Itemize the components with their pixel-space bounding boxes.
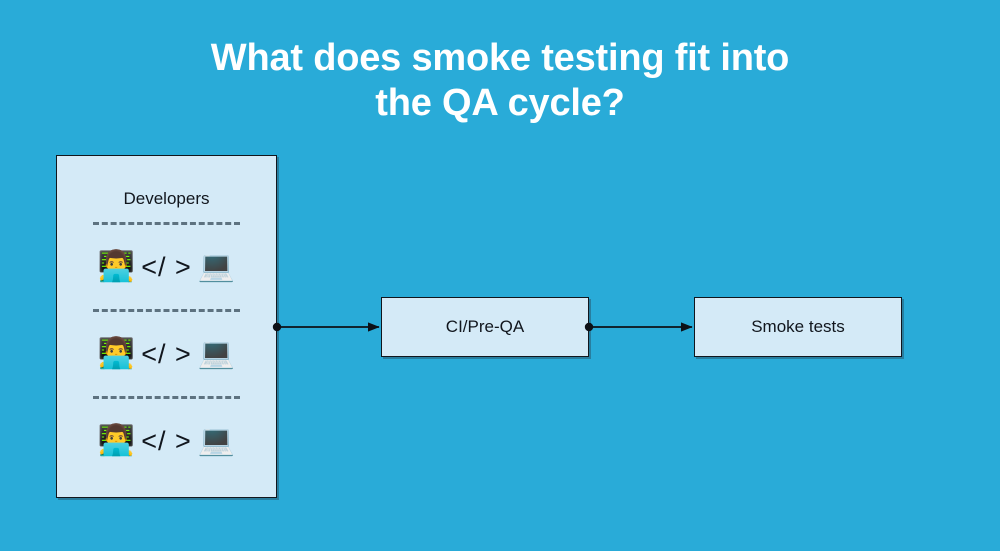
- divider-2: [93, 309, 240, 312]
- connector-ci-to-smoke[interactable]: [584, 322, 693, 332]
- laptop-icon: 💻: [197, 337, 236, 370]
- ci-pre-qa-label: CI/Pre-QA: [445, 316, 525, 336]
- connector-developers-to-ci[interactable]: [272, 322, 380, 332]
- developer-row-2: 👨‍💻 </ > 💻: [57, 312, 276, 396]
- developers-group-box[interactable]: Developers 👨‍💻 </ > 💻 👨‍💻 </ > 💻 👨‍💻 </ …: [56, 155, 277, 498]
- developer-row-3: 👨‍💻 </ > 💻: [57, 399, 276, 483]
- code-tag-text: </ >: [141, 425, 192, 456]
- person-coding-icon: 👨‍💻: [97, 424, 136, 457]
- divider-3: [93, 396, 240, 399]
- smoke-tests-label: Smoke tests: [751, 316, 845, 336]
- developer-rows: 👨‍💻 </ > 💻 👨‍💻 </ > 💻 👨‍💻 </ > 💻: [57, 222, 276, 483]
- page-title: What does smoke testing fit into the QA …: [210, 37, 790, 124]
- person-coding-icon: 👨‍💻: [97, 337, 136, 370]
- divider-1: [93, 222, 240, 225]
- developers-label: Developers: [123, 189, 210, 208]
- laptop-icon: 💻: [197, 250, 236, 283]
- developer-row-1: 👨‍💻 </ > 💻: [57, 225, 276, 309]
- person-coding-icon: 👨‍💻: [97, 250, 136, 283]
- ci-pre-qa-node[interactable]: CI/Pre-QA: [381, 297, 589, 357]
- code-tag-text: </ >: [141, 251, 192, 282]
- code-tag-text: </ >: [141, 338, 192, 369]
- smoke-tests-node[interactable]: Smoke tests: [694, 297, 902, 357]
- laptop-icon: 💻: [197, 424, 236, 457]
